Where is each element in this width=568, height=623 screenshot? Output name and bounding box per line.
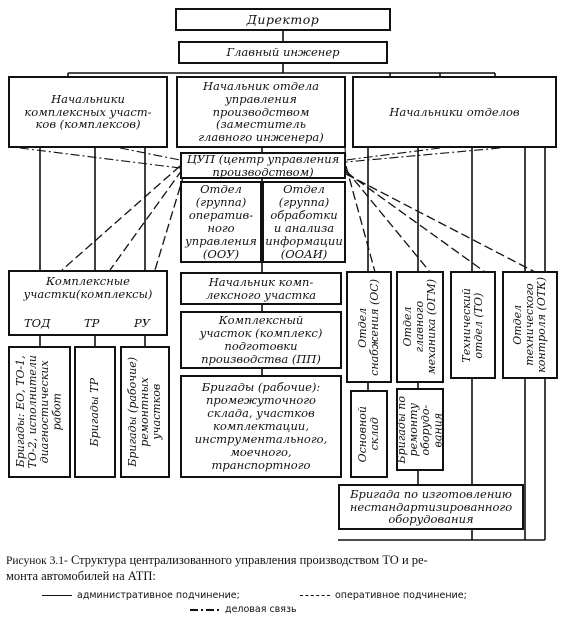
production-head-label: Начальник отдела управления производство… <box>198 78 324 145</box>
main-warehouse-box: Основной склад <box>350 390 388 478</box>
brig-tod-label: Бригады: ЕО, ТО-1, ТО-2, исполнители диа… <box>14 355 64 469</box>
legend-operative-text: оперативное подчинение; <box>335 590 467 601</box>
complex-section-head-label: Начальник комп- лексного участка <box>205 274 317 302</box>
complex-heads-label: Начальники комплексных участ- ков (компл… <box>24 91 152 132</box>
ogm-label: Отдел главного механика (ОГМ) <box>400 279 439 375</box>
cup-label: ЦУП (центр управления производством) <box>186 151 340 179</box>
ooai-box: Отдел (группа) обработки и анализа инфор… <box>262 181 346 263</box>
oou-box: Отдел (группа) оператив- ного управления… <box>180 181 262 263</box>
complex-heads-box: Начальники комплексных участ- ков (компл… <box>8 76 168 148</box>
oou-label: Отдел (группа) оператив- ного управления… <box>185 182 257 261</box>
brig-nonstd-label: Бригада по изготовлению нестандартизиров… <box>349 486 513 527</box>
legend-business-text: деловая связь <box>225 604 297 615</box>
director-label: Директор <box>246 11 320 27</box>
legend-business: деловая связь <box>190 604 297 615</box>
dept-heads-box: Начальники отделов <box>352 76 557 148</box>
dept-heads-label: Начальники отделов <box>389 104 520 119</box>
complex-sections-box: Комплексные участки(комплексы) <box>8 270 168 336</box>
brig-repair-box: Бригады по ремонту оборудо- вания <box>394 388 445 471</box>
brig-tr-box: Бригады ТР <box>74 346 116 478</box>
caption-text: Структура централизованного управления п… <box>6 553 428 583</box>
ru-label: РУ <box>134 316 151 330</box>
to-dept-label: Технический отдел (ТО) <box>459 287 485 363</box>
legend: административное подчинение; оперативное… <box>0 590 568 620</box>
tod-label: ТОД <box>24 316 51 330</box>
brig-nonstd-box: Бригада по изготовлению нестандартизиров… <box>338 484 524 530</box>
to-dept-box: Технический отдел (ТО) <box>450 271 496 379</box>
brig-tr-label: Бригады ТР <box>87 377 101 447</box>
director-box: Директор <box>175 8 391 31</box>
otk-box: Отдел технического контроля (ОТК) <box>502 271 558 379</box>
os-box: Отдел снабжения (ОС) <box>346 271 392 383</box>
brig-ru-label: Бригады (рабочие) ремонтных участков <box>125 357 164 467</box>
ogm-box: Отдел главного механика (ОГМ) <box>396 271 444 383</box>
os-label: Отдел снабжения (ОС) <box>355 278 381 376</box>
figure-caption: Рисунок 3.1- Структура централизованного… <box>6 553 562 584</box>
solid-line-icon <box>42 595 72 596</box>
chief-engineer-label: Главный инженер <box>226 45 340 60</box>
cup-box: ЦУП (центр управления производством) <box>180 152 346 179</box>
chief-engineer-box: Главный инженер <box>178 41 388 64</box>
brig-workers-label: Бригады (рабочие): промежуточного склада… <box>194 380 328 472</box>
brig-repair-label: Бригады по ремонту оборудо- вания <box>394 395 445 464</box>
brig-workers-box: Бригады (рабочие): промежуточного склада… <box>180 375 342 478</box>
caption-label: Рисунок 3.1- <box>6 555 68 567</box>
dashed-line-icon <box>300 595 330 596</box>
complex-sections-label: Комплексные участки(комплексы) <box>23 274 153 301</box>
legend-admin-text: административное подчинение; <box>77 590 240 601</box>
brig-tod-box: Бригады: ЕО, ТО-1, ТО-2, исполнители диа… <box>8 346 71 478</box>
tr-label: ТР <box>84 316 100 330</box>
otk-label: Отдел технического контроля (ОТК) <box>510 277 549 373</box>
legend-admin: административное подчинение; <box>42 590 240 601</box>
complex-section-head-box: Начальник комп- лексного участка <box>180 272 342 305</box>
ooai-label: Отдел (группа) обработки и анализа инфор… <box>265 182 343 261</box>
dashdot-line-icon <box>190 608 220 611</box>
legend-operative: оперативное подчинение; <box>300 590 467 601</box>
production-head-box: Начальник отдела управления производство… <box>176 76 346 148</box>
prep-section-label: Комплексный участок (комплекс) подготовк… <box>199 313 323 366</box>
brig-ru-box: Бригады (рабочие) ремонтных участков <box>120 346 170 478</box>
main-warehouse-label: Основной склад <box>355 405 381 463</box>
prep-section-box: Комплексный участок (комплекс) подготовк… <box>180 311 342 369</box>
